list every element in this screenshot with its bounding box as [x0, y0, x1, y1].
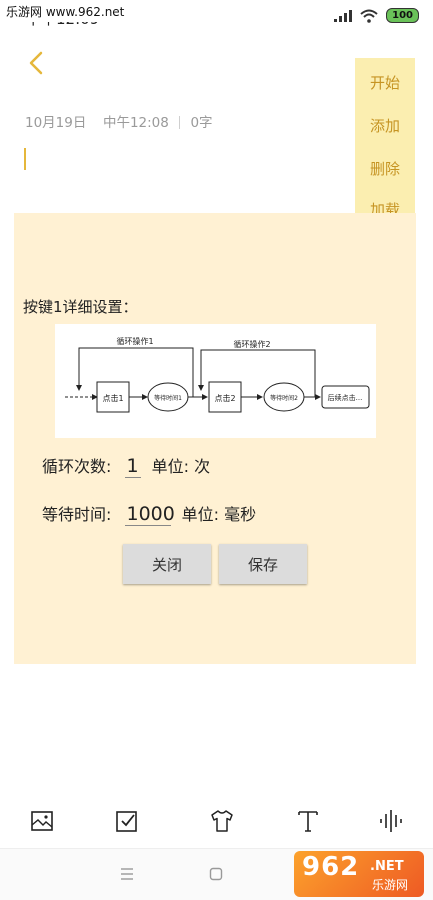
loop-count-input[interactable]: 1 — [124, 455, 141, 478]
image-icon[interactable] — [29, 808, 55, 834]
signal-icon — [334, 9, 353, 22]
settings-dialog: 按键1详细设置： 点击1 等待时间1 点击2 等待时间2 后续点击... 循环操… — [14, 213, 416, 664]
note-char-count: 0字 — [190, 115, 213, 131]
wifi-icon — [360, 9, 378, 23]
click1-box — [96, 381, 130, 413]
text-icon[interactable] — [295, 808, 321, 834]
watermark: 乐游网 www.962.net — [0, 0, 131, 22]
loop-count-unit: 单位: 次 — [151, 457, 211, 476]
dialog-title: 按键1详细设置： — [23, 298, 138, 316]
battery-icon: 100 — [386, 8, 419, 23]
note-meta: 10月19日 中午12:08 0字 — [25, 111, 213, 131]
editor-toolbar — [0, 800, 433, 840]
site-logo: 962 .NET 乐游网 — [294, 851, 424, 897]
wait-time-label: 等待时间: — [42, 505, 112, 524]
meta-divider — [179, 116, 181, 129]
menu-item-delete[interactable]: 删除 — [369, 160, 400, 178]
wait2-label: 等待时间2 — [270, 394, 298, 402]
wait-time-input[interactable]: 1000 — [124, 503, 175, 526]
next-box — [321, 385, 370, 409]
loop2-label: 循环操作2 — [233, 339, 270, 349]
loop2-path — [198, 349, 316, 398]
wait1-label: 等待时间1 — [154, 394, 182, 402]
note-date: 10月19日 — [25, 115, 87, 131]
loop-diagram: 点击1 等待时间1 点击2 等待时间2 后续点击... 循环操作1 循环操作2 — [55, 324, 376, 438]
wait-time-unit: 单位: 毫秒 — [181, 505, 257, 524]
text-cursor[interactable] — [24, 148, 26, 170]
click2-label: 点击2 — [214, 393, 235, 403]
next-label: 后续点击... — [328, 393, 363, 402]
logo-main-text: 962 — [302, 852, 360, 882]
loop1-path — [76, 347, 194, 398]
click1-label: 点击1 — [102, 393, 123, 403]
loop1-label: 循环操作1 — [116, 336, 153, 346]
shirt-icon[interactable] — [209, 808, 235, 834]
checkbox-icon[interactable] — [114, 808, 140, 834]
loop-count-row: 循环次数: 1 单位: 次 — [42, 453, 210, 478]
note-time: 中午12:08 — [102, 115, 169, 131]
menu-item-start[interactable]: 开始 — [369, 74, 400, 92]
menu-item-add[interactable]: 添加 — [369, 117, 400, 135]
save-button[interactable]: 保存 — [219, 544, 307, 584]
status-bar: 下午12:09 乐游网 www.962.net 100 — [0, 0, 433, 28]
wait-time-row: 等待时间: 1000 单位: 毫秒 — [42, 501, 256, 526]
status-icons: 100 — [334, 8, 419, 23]
close-button[interactable]: 关闭 — [123, 544, 211, 584]
audio-wave-icon[interactable] — [378, 808, 404, 834]
logo-subtitle: 乐游网 — [372, 878, 409, 892]
back-arrow-icon[interactable] — [26, 50, 48, 76]
logo-suffix: .NET — [370, 859, 404, 874]
home-icon[interactable] — [209, 867, 223, 881]
loop-count-label: 循环次数: — [42, 457, 112, 476]
menu-icon[interactable] — [120, 867, 134, 881]
